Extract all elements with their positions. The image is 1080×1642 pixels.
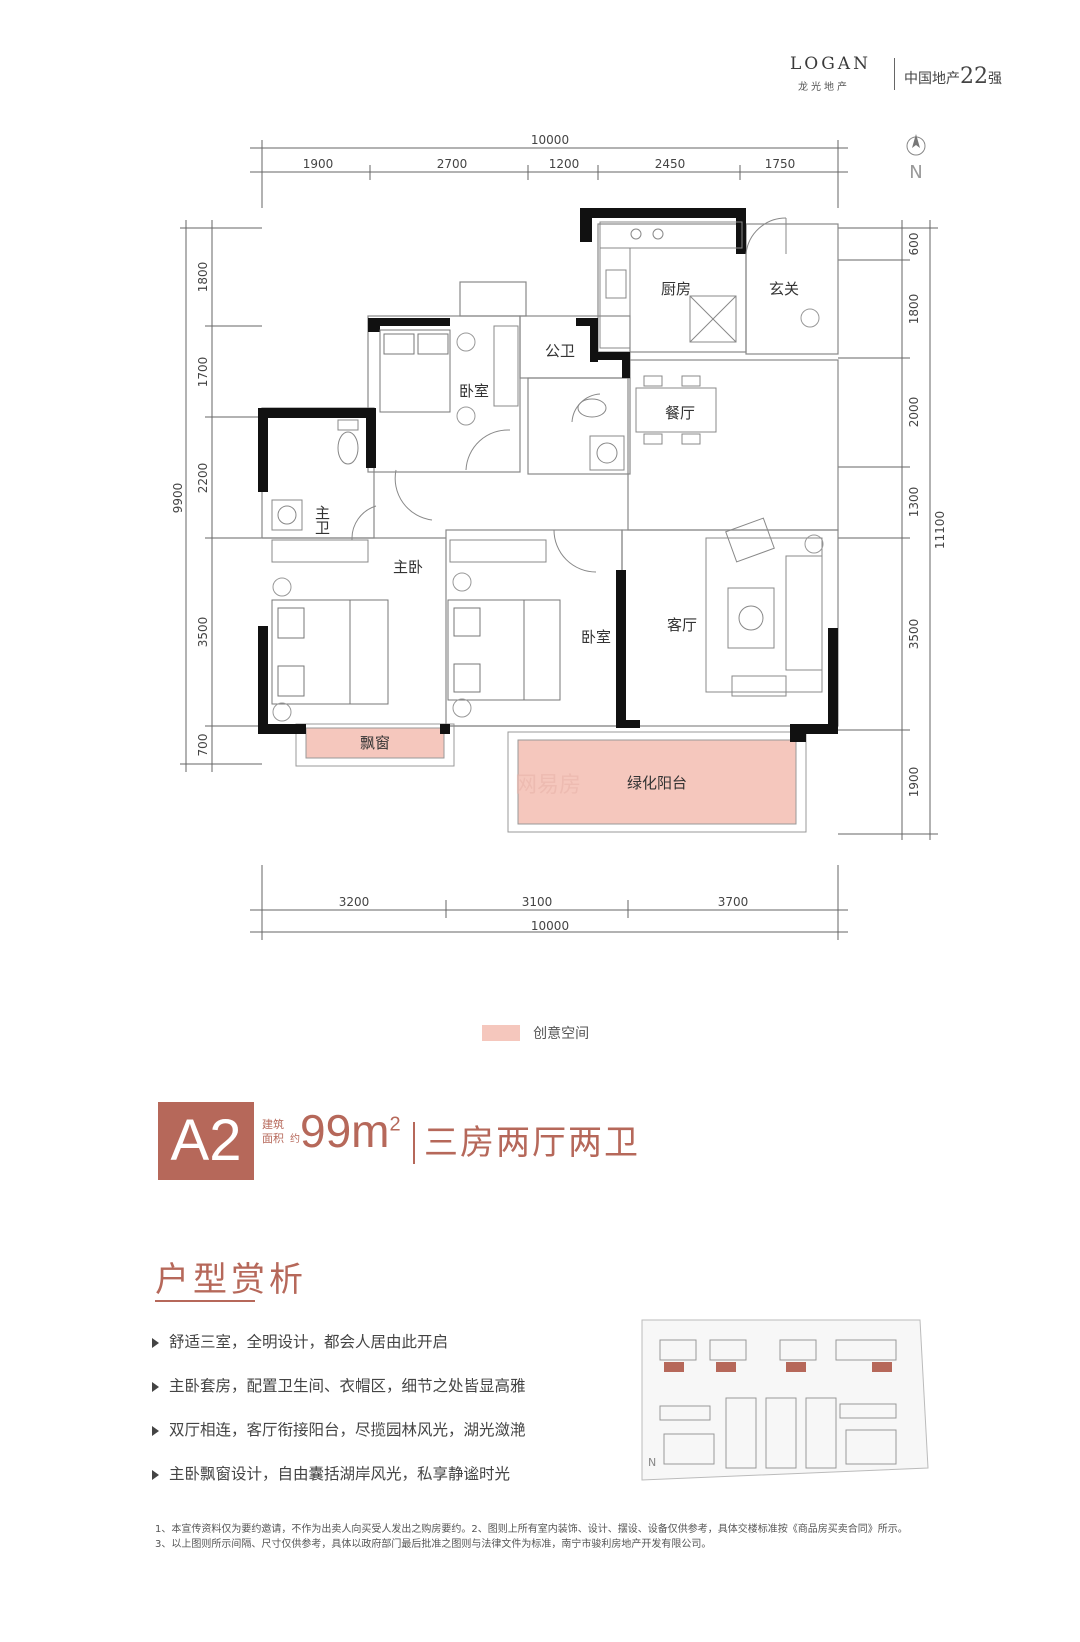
- dim-right-total: 11100: [933, 511, 947, 549]
- area-approx: 约: [290, 1134, 300, 1145]
- balcony-railing: [507, 731, 807, 833]
- toilet-icon: [337, 398, 607, 465]
- north-label: N: [909, 162, 922, 183]
- room-foyer: 玄关: [769, 280, 799, 298]
- rank-prefix: 中国地产: [904, 71, 960, 87]
- dim-top-1: 1900: [303, 157, 334, 171]
- watermark: 网易房: [515, 773, 581, 798]
- dim-top-total: 10000: [531, 133, 569, 147]
- bullet-arrow-icon: [152, 1425, 159, 1436]
- door-swings: [351, 217, 787, 573]
- dim-right-5: 3500: [907, 619, 921, 650]
- area-number: 99m: [300, 1105, 390, 1157]
- brand-logo: LOGAN 龙光地产 中国地产22强: [790, 54, 1010, 94]
- analysis-underline: [155, 1300, 255, 1302]
- brand-name-cn: 龙光地产: [798, 82, 850, 93]
- floor-plan: N 10000 1900 2700 1200 2450 1750 9900 18…: [171, 133, 947, 940]
- list-item: 舒适三室，全明设计，都会人居由此开启: [152, 1330, 526, 1374]
- bay-window-railing: [295, 723, 455, 767]
- dim-top-2: 2700: [437, 157, 468, 171]
- rank-suffix: 强: [988, 71, 1002, 87]
- list-item: 双厅相连，客厅衔接阳台，尽揽园林风光，湖光潋滟: [152, 1418, 526, 1462]
- bullet-arrow-icon: [152, 1337, 159, 1348]
- dim-right-4: 1300: [907, 487, 921, 518]
- area-label-line1: 建筑: [262, 1118, 284, 1131]
- feature-text: 主卧飘窗设计，自由囊括湖岸风光，私享静谧时光: [169, 1465, 511, 1483]
- bullet-arrow-icon: [152, 1469, 159, 1480]
- siteplan-north: N: [648, 1456, 656, 1469]
- dim-bottom-total: 10000: [531, 919, 569, 933]
- feature-text: 主卧套房，配置卫生间、衣帽区，细节之处皆显高雅: [169, 1377, 526, 1395]
- dim-bottom-2: 3100: [522, 895, 553, 909]
- layout-type: 三房两厅两卫: [424, 1123, 640, 1163]
- room-public-bath: 公卫: [545, 342, 575, 360]
- bed-icon: [271, 329, 561, 705]
- kitchen-counter-icon: [599, 221, 743, 349]
- top-dimensions: [250, 140, 848, 208]
- plant-icon: [272, 308, 824, 722]
- bottom-dimensions: [250, 865, 848, 940]
- room-bedroom-top: 卧室: [459, 382, 489, 400]
- dim-bottom-3: 3700: [718, 895, 749, 909]
- dim-top-3: 1200: [549, 157, 580, 171]
- dim-left-total: 9900: [171, 483, 185, 514]
- area-label-line2: 面积: [262, 1132, 284, 1145]
- dim-left-1: 1800: [196, 262, 210, 293]
- room-bay-window: 飘窗: [360, 734, 390, 752]
- list-item: 主卧飘窗设计，自由囊括湖岸风光，私享静谧时光: [152, 1462, 526, 1506]
- wardrobe-icon: [271, 325, 547, 563]
- area-unit-sup: 2: [389, 1113, 401, 1136]
- title-divider: [413, 1122, 415, 1164]
- area-label: 建筑 面积: [262, 1118, 296, 1146]
- dim-top-4: 2450: [655, 157, 686, 171]
- rank-number: 22: [960, 64, 988, 89]
- room-living: 客厅: [667, 616, 697, 634]
- analysis-heading: 户型赏析: [155, 1260, 307, 1300]
- dim-left-5: 700: [196, 734, 210, 757]
- room-dining: 餐厅: [665, 404, 695, 422]
- dining-table-icon: [635, 375, 717, 445]
- sofa-icon: [705, 517, 823, 697]
- dim-left-2: 1700: [196, 357, 210, 388]
- disclaimer-line2: 3、以上图则所示间隔、尺寸仅供参考，具体以政府部门最后批准之图则与法律文件为标准…: [155, 1539, 712, 1550]
- interior-walls: [261, 223, 839, 727]
- balcony-area: [517, 739, 797, 825]
- feature-text: 舒适三室，全明设计，都会人居由此开启: [169, 1333, 449, 1351]
- legend-swatch: [482, 1024, 520, 1041]
- brand-name-en: LOGAN: [790, 54, 871, 74]
- feature-list: 舒适三室，全明设计，都会人居由此开启 主卧套房，配置卫生间、衣帽区，细节之处皆显…: [152, 1330, 526, 1506]
- legend-label: 创意空间: [533, 1025, 590, 1042]
- dim-right-6: 1900: [907, 767, 921, 798]
- disclaimer: 1、本宣传资料仅为要约邀请，不作为出卖人向买受人发出之购房要约。2、图则上所有室…: [155, 1522, 975, 1552]
- site-plan-map: N: [641, 1319, 929, 1481]
- right-dimensions: [838, 220, 938, 840]
- exterior-walls: [258, 208, 838, 742]
- room-master-bath: 主卫: [313, 505, 331, 535]
- north-arrow-icon: N: [906, 134, 926, 183]
- brand-rank: 中国地产22强: [904, 64, 1002, 89]
- logo-divider: [894, 58, 895, 90]
- left-dimensions: [180, 220, 262, 772]
- room-kitchen: 厨房: [661, 280, 691, 298]
- dim-right-1: 600: [907, 233, 921, 256]
- feature-text: 双厅相连，客厅衔接阳台，尽揽园林风光，湖光潋滟: [169, 1421, 526, 1439]
- unit-code-badge: A2: [158, 1102, 254, 1180]
- dim-right-3: 2000: [907, 397, 921, 428]
- bay-window-area: [305, 727, 445, 759]
- bullet-arrow-icon: [152, 1381, 159, 1392]
- dim-bottom-1: 3200: [339, 895, 370, 909]
- list-item: 主卧套房，配置卫生间、衣帽区，细节之处皆显高雅: [152, 1374, 526, 1418]
- dim-top-5: 1750: [765, 157, 796, 171]
- area-value: 99m2: [300, 1104, 401, 1158]
- room-bedroom-middle: 卧室: [581, 628, 611, 646]
- dim-left-3: 2200: [196, 463, 210, 494]
- dim-right-2: 1800: [907, 294, 921, 325]
- legend: 创意空间: [482, 1022, 589, 1043]
- room-master-bedroom: 主卧: [393, 558, 423, 576]
- disclaimer-line1: 1、本宣传资料仅为要约邀请，不作为出卖人向买受人发出之购房要约。2、图则上所有室…: [155, 1524, 908, 1535]
- room-balcony: 绿化阳台: [627, 774, 687, 792]
- sink-icon: [271, 435, 625, 531]
- dim-left-4: 3500: [196, 617, 210, 648]
